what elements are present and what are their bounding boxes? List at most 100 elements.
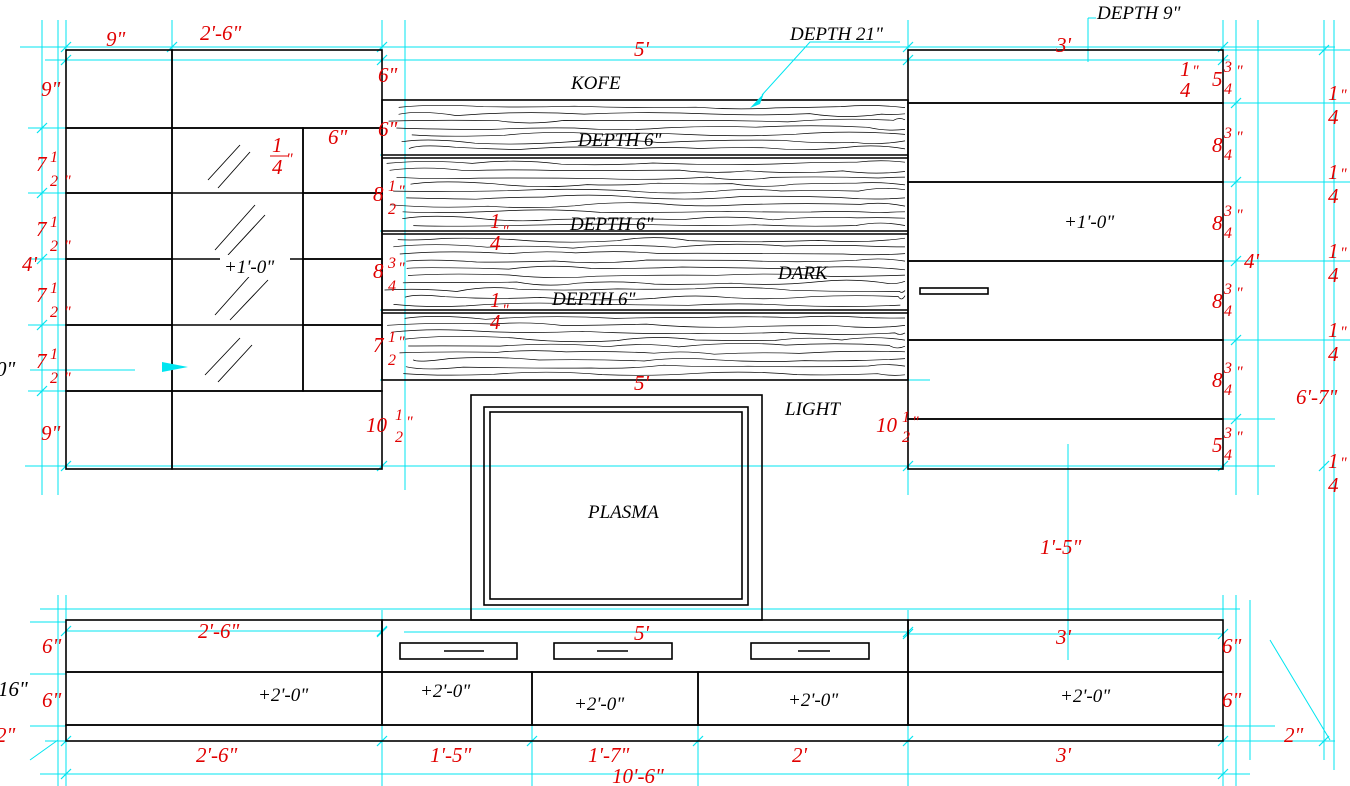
wood-grain-line xyxy=(413,222,906,227)
svg-text:7: 7 xyxy=(36,283,48,307)
svg-text:4: 4 xyxy=(490,231,501,255)
svg-text:2: 2 xyxy=(395,429,403,446)
dim-shelf-quarter-1: 14" xyxy=(490,209,509,255)
wood-grain-line xyxy=(388,118,906,124)
base-level-4: +2'-0" xyxy=(788,690,839,711)
svg-text:4: 4 xyxy=(388,278,396,295)
svg-text:3: 3 xyxy=(1223,125,1232,142)
svg-text:": " xyxy=(406,414,413,431)
base-level-5: +2'-0" xyxy=(1060,686,1111,707)
wood-grain-line xyxy=(405,335,906,343)
dimension-tick xyxy=(1217,768,1229,780)
dim-bottom-3: 3' xyxy=(1055,743,1072,767)
dim-base-5: 5' xyxy=(634,621,650,645)
plinth xyxy=(65,724,1224,742)
wood-grain-line xyxy=(399,350,906,355)
svg-text:1: 1 xyxy=(1328,449,1339,473)
wood-grain-line xyxy=(393,187,906,194)
svg-text:": " xyxy=(1236,285,1243,302)
wood-grain-line xyxy=(390,202,906,208)
svg-text:": " xyxy=(1236,364,1243,381)
wood-grain-line xyxy=(402,279,906,286)
svg-text:2: 2 xyxy=(388,352,396,369)
wood-grain-line xyxy=(403,371,906,376)
svg-text:": " xyxy=(502,302,509,319)
svg-text:2: 2 xyxy=(902,429,910,446)
svg-text:2: 2 xyxy=(388,201,396,218)
svg-text:1: 1 xyxy=(50,280,58,297)
base-level-1: +2'-0" xyxy=(258,685,309,706)
wood-grain-line xyxy=(406,194,906,200)
svg-text:": " xyxy=(1340,324,1347,341)
svg-text:": " xyxy=(286,151,293,168)
dark-label: DARK xyxy=(777,263,829,284)
dimension-tick xyxy=(1318,460,1330,472)
svg-text:1: 1 xyxy=(388,329,396,346)
svg-text:4: 4 xyxy=(272,155,283,179)
drawer-2 xyxy=(553,642,673,660)
depth-9-label: DEPTH 9" xyxy=(1096,3,1181,24)
dim-base-6-left-bottom: 6" xyxy=(42,688,62,712)
svg-text:3: 3 xyxy=(1223,59,1232,76)
wood-grain-line xyxy=(386,160,906,166)
dim-bottom-2-6: 2'-6" xyxy=(196,743,237,767)
svg-text:10: 10 xyxy=(366,413,388,437)
base-level-3: +2'-0" xyxy=(574,694,625,715)
svg-text:4: 4 xyxy=(1224,147,1232,164)
svg-text:": " xyxy=(398,183,405,200)
dim-left-9-top: 9" xyxy=(41,77,61,101)
wood-grain-line xyxy=(391,329,906,335)
svg-text:1: 1 xyxy=(272,133,283,157)
dimension-tick xyxy=(36,122,48,134)
svg-text:1: 1 xyxy=(902,409,910,426)
svg-text:": " xyxy=(502,223,509,240)
svg-text:4: 4 xyxy=(1224,225,1232,242)
dim-top-2-6: 2'-6" xyxy=(200,21,241,45)
svg-text:": " xyxy=(64,370,71,387)
leader-arrow-icon xyxy=(750,93,764,108)
svg-text:8: 8 xyxy=(1212,368,1223,392)
svg-text:": " xyxy=(912,414,919,431)
wood-grain-line xyxy=(397,237,906,243)
svg-text:1: 1 xyxy=(1328,160,1339,184)
dim-center-10-half: 10 1 2" xyxy=(366,407,413,446)
dimension-ticks xyxy=(36,41,1330,780)
svg-text:10: 10 xyxy=(876,413,898,437)
plasma-label: PLASMA xyxy=(587,502,659,523)
svg-text:3: 3 xyxy=(1223,360,1232,377)
dim-right-quarter-top: 14" xyxy=(1180,57,1199,102)
svg-text:1: 1 xyxy=(1328,318,1339,342)
svg-text:1: 1 xyxy=(395,407,403,424)
wood-grain-line xyxy=(406,258,906,264)
center-wood-shelves xyxy=(381,93,909,381)
dimension-tick xyxy=(1230,255,1242,267)
svg-text:1: 1 xyxy=(1180,57,1191,81)
wood-grain-line xyxy=(412,357,906,362)
svg-text:": " xyxy=(1236,429,1243,446)
svg-text:1: 1 xyxy=(1328,81,1339,105)
wood-grain-line xyxy=(384,286,906,293)
svg-text:3: 3 xyxy=(1223,281,1232,298)
svg-text:7: 7 xyxy=(373,333,385,357)
svg-text:3: 3 xyxy=(1223,203,1232,220)
dim-overall-10-6: 10'-6" xyxy=(612,764,664,786)
dim-center-6-a: 6" xyxy=(378,63,398,87)
drawer-handle xyxy=(919,287,989,295)
dim-base-6-right-bottom: 6" xyxy=(1222,688,1242,712)
labels: DEPTH 21" DEPTH 9" KOFE DEPTH 6" DEPTH 6… xyxy=(220,3,1181,715)
base-cabinet xyxy=(65,619,1224,742)
wood-grain-line xyxy=(401,139,906,145)
svg-text:8: 8 xyxy=(1212,133,1223,157)
level-left-label: +1'-0" xyxy=(224,257,275,278)
svg-text:": " xyxy=(1340,245,1347,262)
dim-shelf-5: 5' xyxy=(634,371,650,395)
dimension-tick xyxy=(60,768,72,780)
drawer-1 xyxy=(399,642,518,660)
wood-grain-line xyxy=(402,215,906,222)
